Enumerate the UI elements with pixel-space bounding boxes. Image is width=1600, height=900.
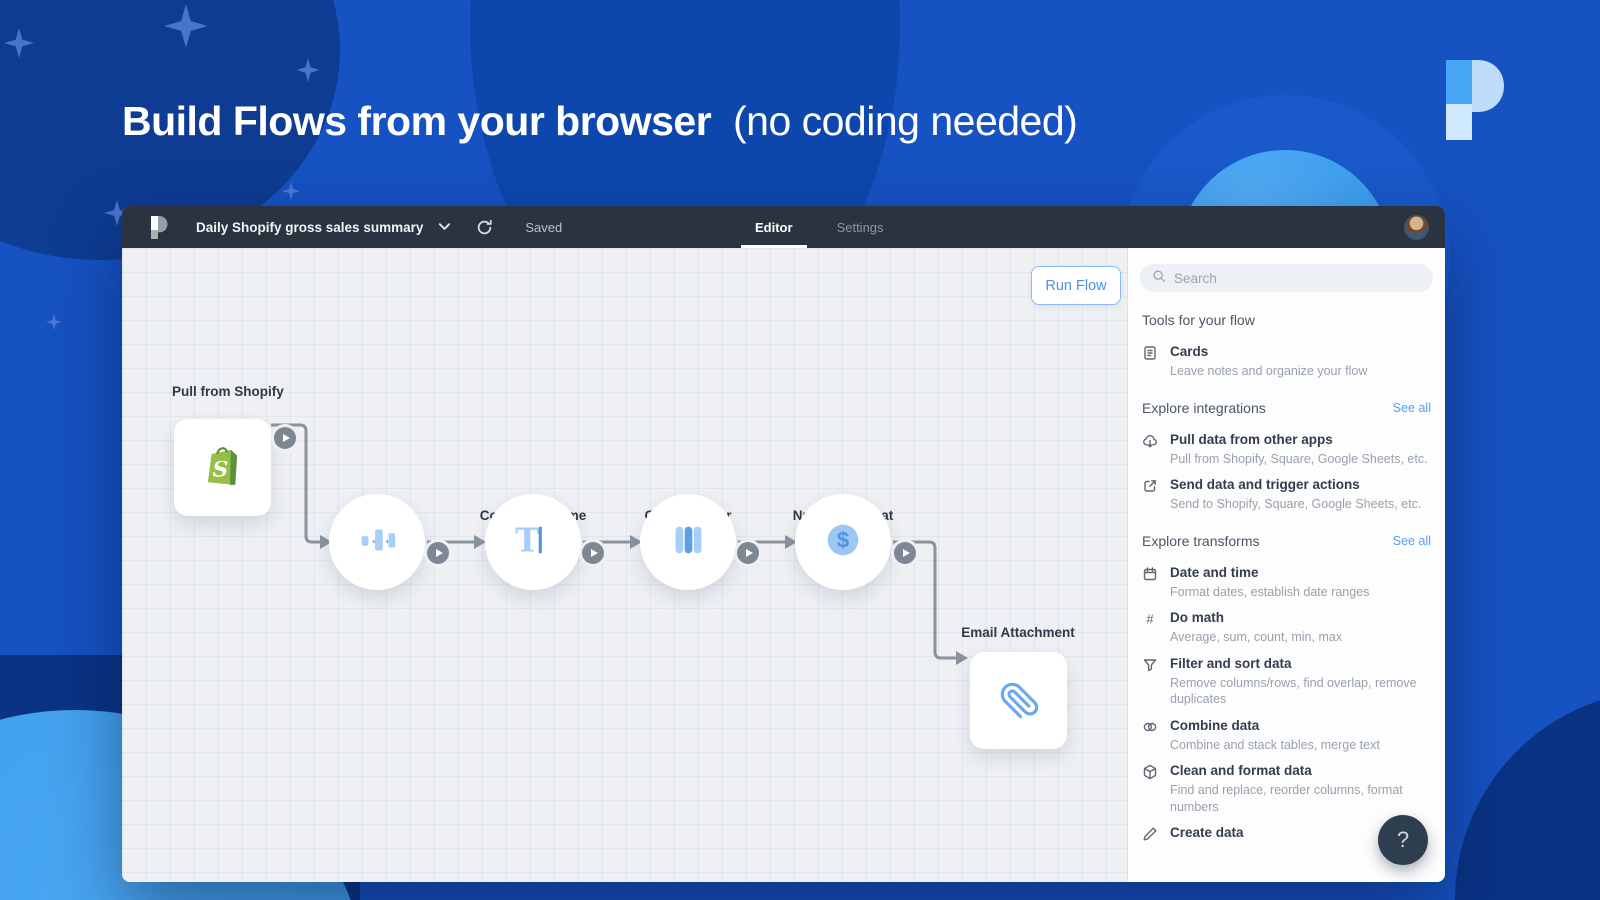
- app-topbar: Daily Shopify gross sales summary Saved …: [122, 206, 1445, 248]
- node-label: Email Attachment: [961, 625, 1075, 640]
- node-column-filter[interactable]: [640, 494, 736, 590]
- section-title: Explore transforms: [1142, 532, 1260, 549]
- item-subtitle: Leave notes and organize your flow: [1170, 364, 1368, 378]
- hash-icon: #: [1142, 611, 1158, 646]
- flow-connectors: [271, 423, 968, 665]
- node-number-format[interactable]: $: [795, 494, 891, 590]
- sidebar-item-clean-format[interactable]: Clean and format data Find and replace, …: [1140, 762, 1433, 815]
- svg-text:S: S: [212, 456, 228, 482]
- avatar[interactable]: [1404, 215, 1429, 240]
- sparkle-icon: [4, 28, 34, 58]
- item-title: Combine data: [1170, 717, 1260, 733]
- item-title: Filter and sort data: [1170, 655, 1292, 671]
- hero-headline: Build Flows from your browser (no coding…: [122, 98, 1078, 145]
- tab-settings[interactable]: Settings: [836, 219, 884, 235]
- topbar-tabs: Editor Settings: [733, 206, 906, 248]
- cloud-download-icon: [1142, 433, 1158, 468]
- dollar-icon: $: [820, 517, 866, 568]
- item-subtitle: Find and replace, reorder columns, forma…: [1170, 783, 1403, 814]
- sidebar-item-create-data[interactable]: Create data: [1140, 824, 1433, 842]
- run-step-button[interactable]: [427, 542, 449, 564]
- sidebar-item-combine[interactable]: Combine data Combine and stack tables, m…: [1140, 717, 1433, 754]
- run-step-button[interactable]: [894, 542, 916, 564]
- flow-canvas[interactable]: Run Flow Pull from Shopify S Sum Values …: [122, 248, 1128, 882]
- see-all-link[interactable]: See all: [1392, 533, 1431, 548]
- paperclip-icon: [999, 681, 1039, 721]
- svg-text:T: T: [515, 520, 539, 559]
- external-link-icon: [1142, 478, 1158, 513]
- package-icon: [1142, 764, 1158, 815]
- combine-rings-icon: [1142, 719, 1158, 754]
- app-logo: [148, 214, 168, 240]
- sidebar-item-filter-sort[interactable]: Filter and sort data Remove columns/rows…: [1140, 655, 1433, 708]
- sum-bars-icon: + +: [354, 517, 400, 568]
- run-step-button[interactable]: [582, 542, 604, 564]
- calendar-icon: [1142, 566, 1158, 601]
- node-column-rename[interactable]: T: [485, 494, 581, 590]
- sidebar-item-date-time[interactable]: Date and time Format dates, establish da…: [1140, 564, 1433, 601]
- run-step-button[interactable]: [737, 542, 759, 564]
- chevron-down-icon[interactable]: [437, 221, 452, 233]
- run-step-button[interactable]: [274, 427, 296, 449]
- svg-text:#: #: [1146, 612, 1154, 627]
- item-title: Create data: [1170, 825, 1244, 840]
- item-subtitle: Send to Shopify, Square, Google Sheets, …: [1170, 497, 1422, 511]
- node-pull-from-shopify[interactable]: S: [174, 419, 271, 516]
- flow-title[interactable]: Daily Shopify gross sales summary: [196, 219, 424, 235]
- section-title: Tools for your flow: [1142, 312, 1255, 328]
- sparkle-icon: [282, 182, 300, 200]
- hero-headline-light: [722, 98, 733, 144]
- node-email-attachment[interactable]: [970, 652, 1067, 749]
- item-subtitle: Pull from Shopify, Square, Google Sheets…: [1170, 451, 1428, 466]
- sidebar-item-send-data[interactable]: Send data and trigger actions Send to Sh…: [1140, 476, 1433, 513]
- saved-status: Saved: [525, 219, 563, 235]
- tools-sidebar: Tools for your flow Cards Leave notes an…: [1128, 248, 1445, 882]
- integrations-section-header: Explore integrations See all: [1142, 400, 1431, 416]
- hero-headline-bold: Build Flows from your browser: [122, 98, 712, 144]
- item-subtitle: Remove columns/rows, find overlap, remov…: [1170, 675, 1417, 707]
- note-card-icon: [1142, 345, 1158, 380]
- sparkle-icon: [296, 58, 320, 82]
- search-icon: [1152, 269, 1166, 288]
- item-subtitle: Format dates, establish date ranges: [1170, 584, 1370, 599]
- item-title: Date and time: [1170, 564, 1259, 580]
- item-title: Pull data from other apps: [1170, 431, 1333, 447]
- transforms-section-header: Explore transforms See all: [1142, 533, 1431, 549]
- navy-blob-bottom-right: [1455, 690, 1600, 900]
- item-subtitle: Average, sum, count, min, max: [1170, 630, 1343, 644]
- text-cursor-icon: T: [510, 517, 556, 568]
- search-field[interactable]: [1140, 264, 1433, 292]
- parabola-logo: [1446, 60, 1504, 145]
- svg-text:$: $: [837, 527, 849, 552]
- item-subtitle: Combine and stack tables, merge text: [1170, 737, 1380, 752]
- shopify-icon: S: [198, 440, 248, 495]
- sidebar-item-cards[interactable]: Cards Leave notes and organize your flow: [1140, 343, 1433, 380]
- help-button[interactable]: ?: [1378, 815, 1428, 865]
- tab-editor[interactable]: Editor: [733, 206, 815, 248]
- item-title: Do math: [1170, 610, 1224, 625]
- search-input[interactable]: [1174, 270, 1421, 286]
- section-title: Explore integrations: [1142, 399, 1266, 416]
- app-window: Daily Shopify gross sales summary Saved …: [122, 206, 1445, 882]
- run-flow-button[interactable]: Run Flow: [1031, 266, 1121, 305]
- see-all-link[interactable]: See all: [1392, 400, 1431, 415]
- node-sum-values[interactable]: + +: [329, 494, 425, 590]
- svg-text:+: +: [385, 536, 390, 545]
- sparkle-icon: [164, 4, 208, 48]
- sidebar-item-do-math[interactable]: # Do math Average, sum, count, min, max: [1140, 609, 1433, 646]
- node-label: Pull from Shopify: [172, 384, 284, 399]
- item-title: Send data and trigger actions: [1170, 477, 1360, 492]
- sidebar-item-pull-data[interactable]: Pull data from other apps Pull from Shop…: [1140, 431, 1433, 468]
- item-title: Clean and format data: [1170, 763, 1312, 778]
- columns-icon: [665, 517, 711, 568]
- sparkle-icon: [46, 314, 62, 330]
- pencil-icon: [1142, 826, 1158, 842]
- svg-text:+: +: [372, 536, 377, 545]
- refresh-icon[interactable]: [476, 219, 493, 236]
- tools-section-header: Tools for your flow: [1142, 312, 1431, 328]
- hero-headline-parens: (no coding needed): [732, 98, 1078, 144]
- funnel-icon: [1142, 657, 1158, 708]
- item-title: Cards: [1170, 344, 1209, 359]
